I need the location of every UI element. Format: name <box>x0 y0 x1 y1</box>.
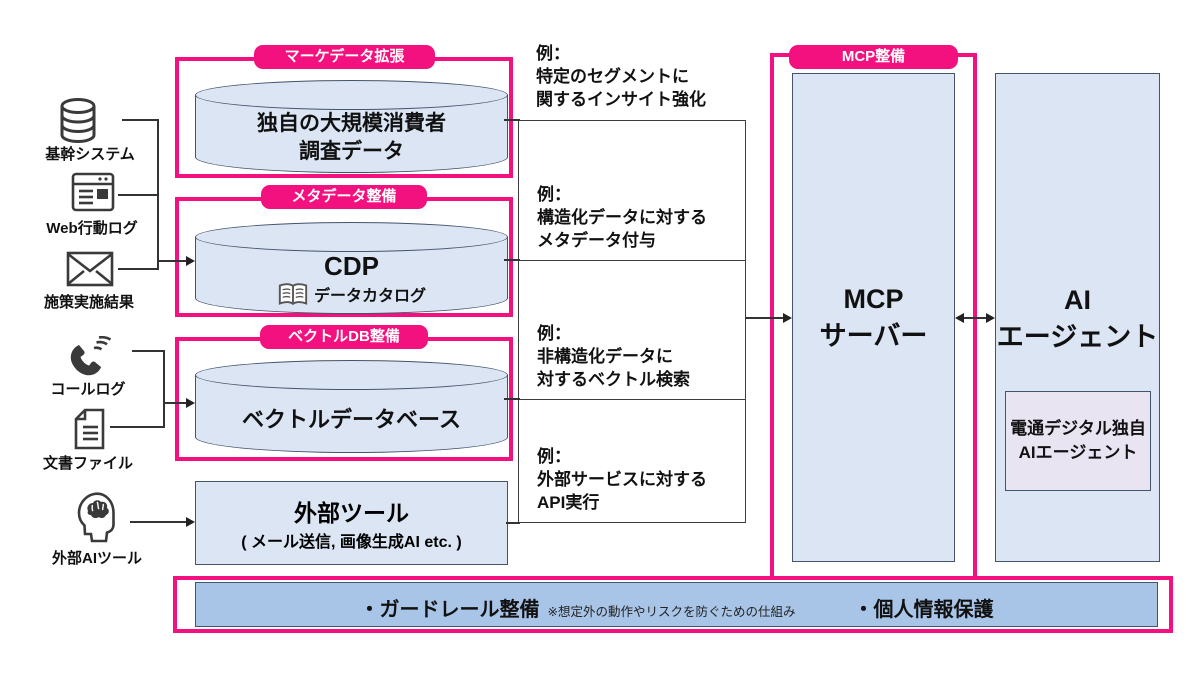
connector-line <box>118 268 157 270</box>
connector-line <box>504 119 520 121</box>
vector-db-title: ベクトルデータベース <box>242 406 461 432</box>
source-label-core-system: 基幹システム <box>45 146 135 163</box>
browser-icon <box>71 172 115 212</box>
arrowhead-to-mcp-server <box>783 312 792 323</box>
connector-line <box>157 260 186 262</box>
source-label-document-file: 文書ファイル <box>42 455 133 472</box>
example-vector-search: 例： 非構造化データに 対するベクトル検索 <box>518 260 746 400</box>
ai-agent-title-line1: AI <box>1064 285 1091 315</box>
frame-guardrail <box>173 576 1173 633</box>
arrowhead-to-external-tool <box>186 516 195 527</box>
connector-line <box>130 521 186 523</box>
source-label-call-log: コールログ <box>50 381 126 398</box>
database-icon <box>58 98 98 144</box>
connector-line <box>118 194 157 196</box>
source-label-external-ai-tool: 外部AIツール <box>51 550 142 567</box>
cylinder-cdp: CDP データカタログ <box>195 222 508 314</box>
connector-bus <box>163 350 165 428</box>
privacy-item: ・個人情報保護 <box>853 599 994 621</box>
dentsu-agent-line1: 電通デジタル独自 <box>1010 419 1146 438</box>
external-tool-box: 外部ツール ( メール送信, 画像生成AI etc. ) <box>195 481 508 565</box>
cdp-subtitle: データカタログ <box>313 288 426 305</box>
ai-agent-title-line2: エージェント <box>996 322 1159 352</box>
document-icon <box>72 408 106 450</box>
connector-line <box>163 402 186 404</box>
connector-line <box>745 317 784 319</box>
connector-line <box>506 522 520 524</box>
mcp-server-title-line2: サーバー <box>819 320 928 351</box>
arrowhead-to-mcp <box>955 312 964 323</box>
source-label-campaign-result: 施策実施結果 <box>43 294 134 311</box>
connector-line <box>110 426 163 428</box>
external-tool-subtitle: ( メール送信, 画像生成AI etc. ) <box>241 534 462 551</box>
phone-icon <box>67 336 111 378</box>
tag-metadata-preparation: メタデータ整備 <box>261 185 427 209</box>
ai-head-icon <box>74 490 122 544</box>
connector-bus <box>157 119 159 270</box>
external-tool-title: 外部ツール <box>294 500 409 526</box>
tag-vector-db-preparation: ベクトルDB整備 <box>260 325 428 349</box>
tag-mcp-preparation: MCP整備 <box>789 45 958 69</box>
survey-data-title-line1: 独自の大規模消費者 <box>257 111 446 135</box>
connector-line <box>122 119 157 121</box>
mail-icon <box>66 251 114 287</box>
connector-line <box>504 259 520 261</box>
example-metadata: 例： 構造化データに対する メタデータ付与 <box>518 120 746 261</box>
mcp-server-box: MCP サーバー <box>792 73 955 562</box>
cdp-title: CDP <box>324 250 379 281</box>
arrowhead-to-ai-agent <box>986 312 995 323</box>
source-label-web-log: Web行動ログ <box>46 220 138 237</box>
open-book-icon <box>277 282 309 307</box>
guardrail-item: ・ガードレール整備 <box>359 599 540 621</box>
example-api-execution: 例： 外部サービスに対する API実行 <box>518 399 746 523</box>
arrowhead-to-cdp <box>186 255 195 266</box>
mcp-server-title-line1: MCP <box>843 283 904 314</box>
connector-line <box>961 317 989 319</box>
guardrail-bar: ・ガードレール整備 ※想定外の動作やリスクを防ぐための仕組み ・個人情報保護 <box>195 582 1158 627</box>
guardrail-note: ※想定外の動作やリスクを防ぐための仕組み <box>547 605 796 619</box>
connector-line <box>132 350 163 352</box>
dentsu-digital-agent-box: 電通デジタル独自 AIエージェント <box>1005 391 1151 491</box>
dentsu-agent-line2: AIエージェント <box>1018 443 1138 462</box>
cylinder-survey-data: 独自の大規模消費者 調査データ <box>195 80 508 173</box>
connector-line <box>504 398 520 400</box>
tag-marketing-data-expansion: マーケデータ拡張 <box>254 45 435 69</box>
example-insight: 例： 特定のセグメントに 関するインサイト強化 <box>536 44 706 109</box>
cylinder-vector-db: ベクトルデータベース <box>195 360 508 453</box>
arrowhead-to-vector-db <box>186 397 195 408</box>
survey-data-title-line2: 調査データ <box>299 139 404 163</box>
ai-agent-box: AI エージェント 電通デジタル独自 AIエージェント <box>995 73 1160 562</box>
